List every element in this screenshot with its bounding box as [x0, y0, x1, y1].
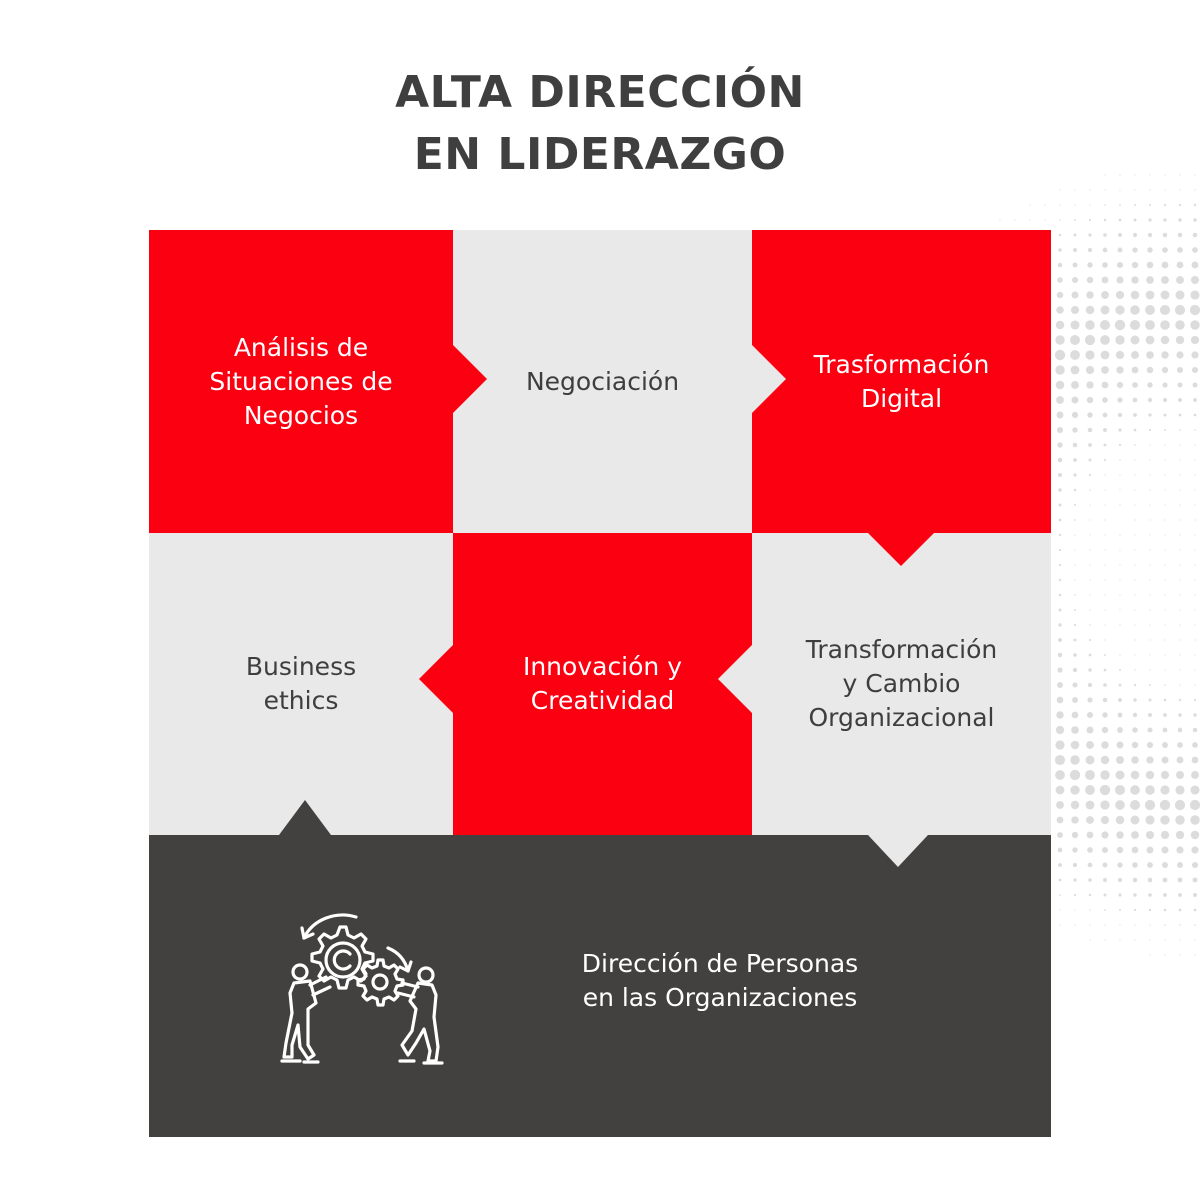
tile-label-line: en las Organizaciones	[582, 983, 858, 1012]
tile-direccion-personas: Dirección de Personas en las Organizacio…	[149, 835, 1051, 1137]
tile-business-ethics: Business ethics	[149, 533, 453, 835]
tile-label-line: Situaciones de	[209, 366, 393, 396]
tile-label-line: Negocios	[243, 400, 359, 430]
tile-label-line: Dirección de Personas	[581, 949, 859, 978]
tile-transformacion-cambio-organizacional: Transformación y Cambio Organizacional	[752, 533, 1051, 835]
arrow-right-icon	[453, 345, 487, 413]
title-line-1: ALTA DIRECCIÓN	[395, 67, 805, 118]
arrow-left-icon	[419, 645, 453, 713]
tile-label-line: Organizacional	[808, 703, 995, 732]
arrow-up-icon	[279, 800, 331, 835]
page-title: ALTA DIRECCIÓN EN LIDERAZGO	[0, 62, 1200, 186]
tile-label-line: Innovación y	[522, 652, 683, 681]
tile-label-line: Creatividad	[530, 686, 675, 715]
tile-trasformacion-digital: Trasformación Digital	[752, 230, 1051, 533]
tile-label-line: Análisis de	[233, 332, 369, 362]
tile-label-line: Trasformación	[813, 349, 990, 379]
arrow-left-icon	[718, 645, 752, 713]
people-pushing-gears-icon	[280, 913, 444, 1065]
tile-label-line: Negociación	[525, 366, 680, 396]
arrow-down-icon	[868, 835, 928, 867]
arrow-down-icon	[868, 533, 934, 566]
tile-label-line: ethics	[263, 686, 339, 715]
tile-negociacion: Negociación	[453, 230, 752, 533]
gear-icon	[310, 925, 375, 990]
arrow-right-icon	[752, 345, 786, 413]
tile-label-line: Transformación	[805, 635, 998, 664]
tile-label-line: Business	[245, 652, 357, 681]
tile-label-line: y Cambio	[842, 669, 961, 698]
tile-analisis-situaciones-negocios: Análisis de Situaciones de Negocios	[149, 230, 453, 533]
person-icon	[280, 963, 332, 1064]
gear-icon	[356, 958, 405, 1007]
tile-innovacion-creatividad: Innovación y Creatividad	[453, 533, 752, 835]
tile-label-line: Digital	[860, 383, 943, 413]
person-icon	[396, 966, 444, 1065]
title-line-2: EN LIDERAZGO	[413, 129, 787, 180]
